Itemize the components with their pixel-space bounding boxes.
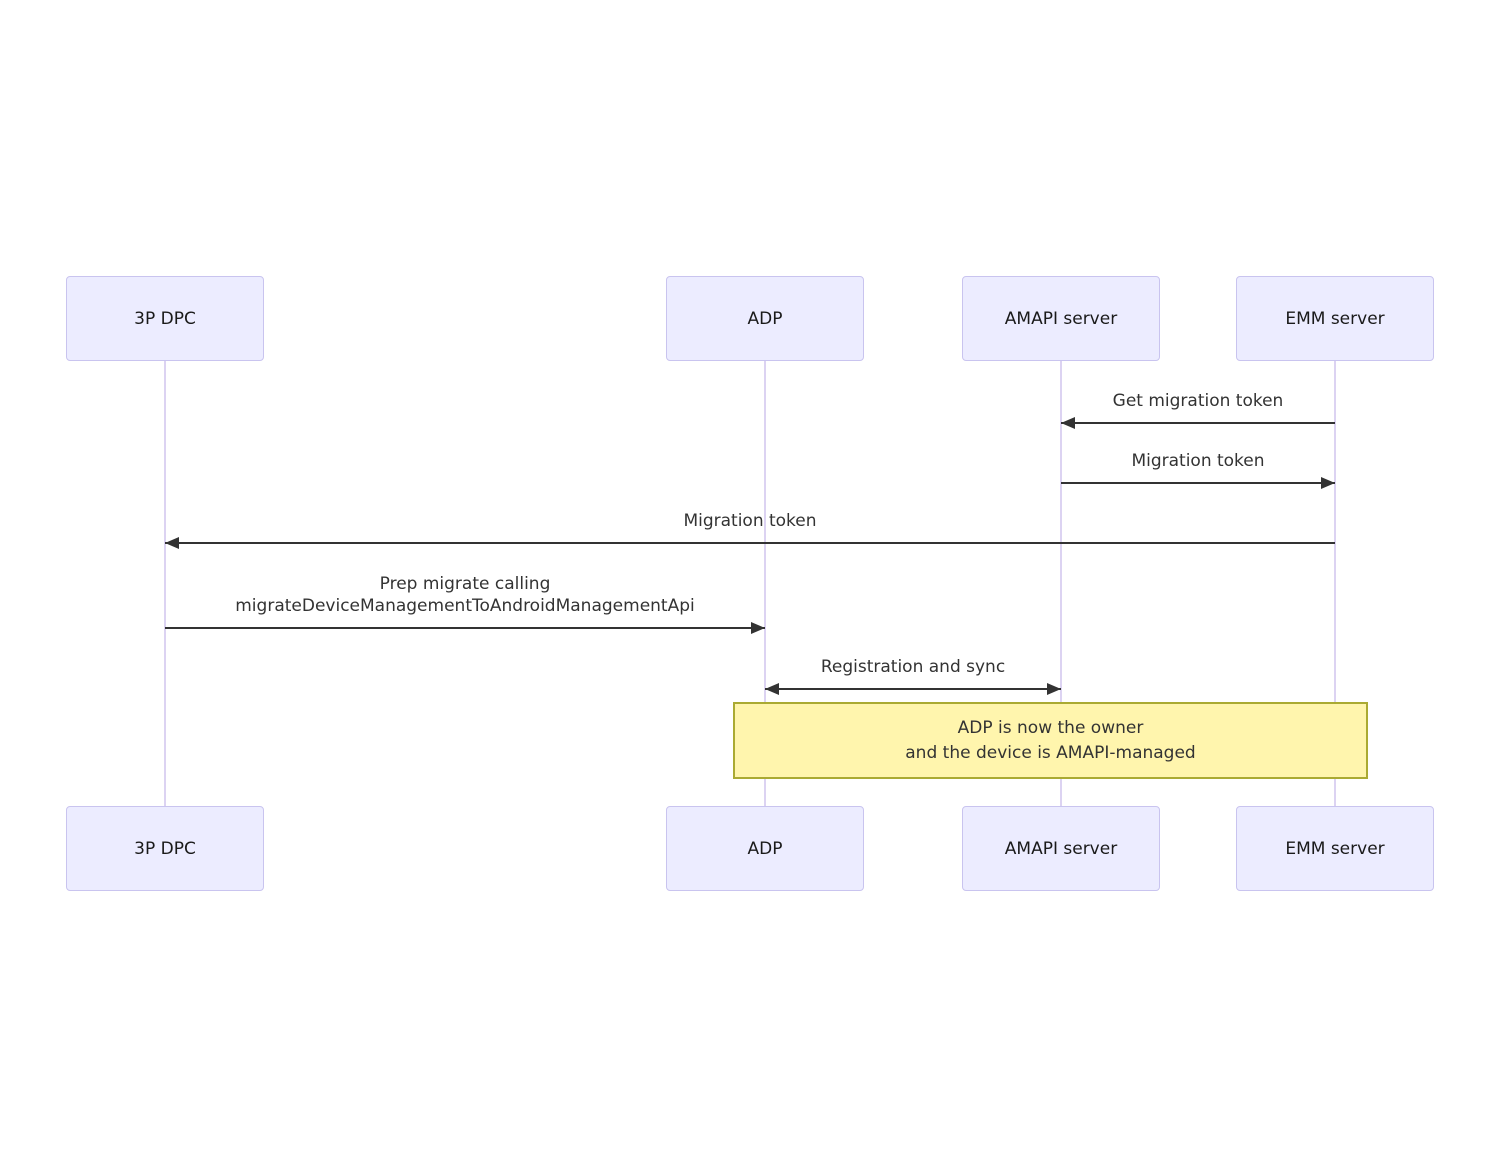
lifeline-3p-dpc — [164, 361, 166, 806]
message-label: Registration and sync — [820, 657, 1006, 677]
message-get-migration-token: Get migration token — [1061, 390, 1335, 429]
actor-label: EMM server — [1285, 838, 1385, 859]
arrowhead-left-icon — [1061, 417, 1075, 429]
actor-label: 3P DPC — [134, 308, 196, 329]
message-label: Prep migrate calling migrateDeviceManage… — [235, 574, 695, 616]
message-migration-token-to-3p-dpc: Migration token — [165, 510, 1335, 549]
arrowhead-right-icon — [1047, 683, 1061, 695]
message-migration-token-to-emm: Migration token — [1061, 450, 1335, 489]
message-prep-migrate: Prep migrate calling migrateDeviceManage… — [165, 573, 765, 634]
note-box: ADP is now the owner and the device is A… — [733, 702, 1368, 779]
actor-label: ADP — [747, 838, 783, 859]
message-line — [765, 683, 1061, 695]
actor-label: 3P DPC — [134, 838, 196, 859]
actor-label: AMAPI server — [1004, 838, 1118, 859]
actor-label: ADP — [747, 308, 783, 329]
message-line — [1061, 477, 1335, 489]
actor-bottom-emm-server: EMM server — [1236, 806, 1434, 891]
actor-top-amapi-server: AMAPI server — [962, 276, 1160, 361]
message-line — [1061, 417, 1335, 429]
actor-top-emm-server: EMM server — [1236, 276, 1434, 361]
actor-label: EMM server — [1285, 308, 1385, 329]
lifeline-amapi-server — [1060, 361, 1062, 806]
message-registration-and-sync: Registration and sync — [765, 656, 1061, 695]
message-label: Get migration token — [1112, 391, 1284, 411]
message-label: Migration token — [683, 511, 817, 531]
lifeline-adp — [764, 361, 766, 806]
arrowhead-left-icon — [165, 537, 179, 549]
actor-top-adp: ADP — [666, 276, 864, 361]
actor-bottom-3p-dpc: 3P DPC — [66, 806, 264, 891]
actor-bottom-amapi-server: AMAPI server — [962, 806, 1160, 891]
actor-top-3p-dpc: 3P DPC — [66, 276, 264, 361]
arrowhead-left-icon — [765, 683, 779, 695]
actor-label: AMAPI server — [1004, 308, 1118, 329]
actor-bottom-adp: ADP — [666, 806, 864, 891]
note-text: ADP is now the owner and the device is A… — [905, 717, 1196, 763]
message-line — [165, 537, 1335, 549]
lifeline-emm-server — [1334, 361, 1336, 806]
message-label: Migration token — [1131, 451, 1265, 471]
arrowhead-right-icon — [1321, 477, 1335, 489]
arrowhead-right-icon — [751, 622, 765, 634]
message-line — [165, 622, 765, 634]
